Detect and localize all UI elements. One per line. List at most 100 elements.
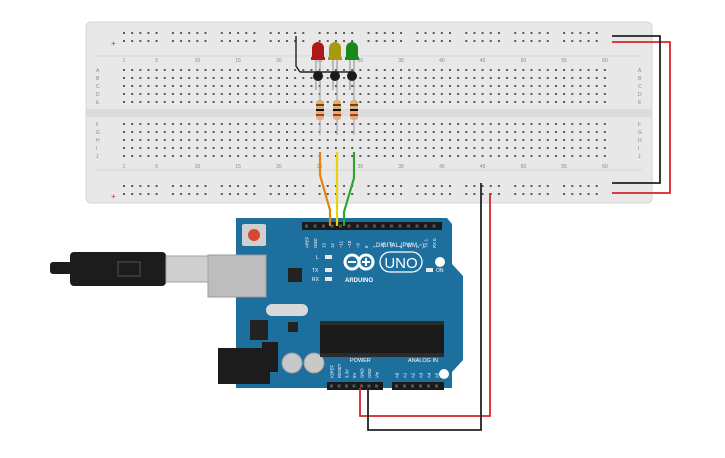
terminal-hole[interactable] <box>506 77 509 79</box>
terminal-hole[interactable] <box>424 101 427 103</box>
terminal-hole[interactable] <box>237 131 240 133</box>
rail-hole[interactable] <box>253 193 256 195</box>
rail-hole[interactable] <box>220 193 223 195</box>
black-gnd-wire[interactable] <box>367 183 482 431</box>
terminal-hole[interactable] <box>391 85 394 87</box>
rail-hole[interactable] <box>351 193 354 195</box>
terminal-hole[interactable] <box>188 139 191 141</box>
terminal-hole[interactable] <box>310 93 313 95</box>
terminal-hole[interactable] <box>204 101 207 103</box>
terminal-hole[interactable] <box>188 131 191 133</box>
terminal-hole[interactable] <box>603 101 606 103</box>
rail-hole[interactable] <box>497 32 500 34</box>
rail-hole[interactable] <box>123 40 125 42</box>
terminal-hole[interactable] <box>481 147 484 149</box>
terminal-hole[interactable] <box>449 131 451 133</box>
rail-hole[interactable] <box>269 193 272 195</box>
terminal-hole[interactable] <box>432 85 435 87</box>
terminal-hole[interactable] <box>351 69 354 71</box>
terminal-hole[interactable] <box>424 85 427 87</box>
terminal-hole[interactable] <box>245 147 248 149</box>
terminal-hole[interactable] <box>383 123 386 125</box>
terminal-hole[interactable] <box>383 93 386 95</box>
terminal-hole[interactable] <box>310 69 313 71</box>
terminal-hole[interactable] <box>367 123 370 125</box>
terminal-hole[interactable] <box>432 77 435 79</box>
terminal-hole[interactable] <box>432 139 435 141</box>
rail-hole[interactable] <box>155 32 158 34</box>
terminal-hole[interactable] <box>416 93 419 95</box>
analog-header[interactable] <box>392 382 444 390</box>
terminal-hole[interactable] <box>375 69 378 71</box>
terminal-hole[interactable] <box>497 123 500 125</box>
terminal-hole[interactable] <box>253 93 256 95</box>
terminal-hole[interactable] <box>587 77 590 79</box>
terminal-hole[interactable] <box>465 101 468 103</box>
terminal-hole[interactable] <box>587 101 590 103</box>
terminal-hole[interactable] <box>416 155 419 157</box>
terminal-hole[interactable] <box>261 147 264 149</box>
red-power-wire[interactable] <box>612 41 671 194</box>
terminal-hole[interactable] <box>571 155 574 157</box>
terminal-hole[interactable] <box>220 69 223 71</box>
terminal-hole[interactable] <box>180 123 183 125</box>
terminal-hole[interactable] <box>595 139 598 141</box>
digital-pin[interactable] <box>407 224 410 228</box>
analog-pin[interactable] <box>403 384 406 388</box>
terminal-hole[interactable] <box>310 147 313 149</box>
rail-hole[interactable] <box>139 185 142 187</box>
rail-hole[interactable] <box>269 40 272 42</box>
terminal-hole[interactable] <box>440 147 443 149</box>
terminal-hole[interactable] <box>294 69 297 71</box>
rail-hole[interactable] <box>318 32 321 34</box>
terminal-hole[interactable] <box>603 93 606 95</box>
terminal-hole[interactable] <box>367 93 370 95</box>
terminal-hole[interactable] <box>579 69 582 71</box>
terminal-hole[interactable] <box>489 93 492 95</box>
terminal-hole[interactable] <box>473 85 476 87</box>
terminal-hole[interactable] <box>269 147 272 149</box>
terminal-hole[interactable] <box>408 85 411 87</box>
terminal-hole[interactable] <box>554 69 557 71</box>
terminal-hole[interactable] <box>245 101 248 103</box>
terminal-hole[interactable] <box>171 123 174 125</box>
terminal-hole[interactable] <box>538 85 541 87</box>
terminal-hole[interactable] <box>497 131 500 133</box>
terminal-hole[interactable] <box>440 85 443 87</box>
terminal-hole[interactable] <box>277 131 280 133</box>
terminal-hole[interactable] <box>359 93 362 95</box>
terminal-hole[interactable] <box>180 155 183 157</box>
terminal-hole[interactable] <box>196 93 199 95</box>
digital-pin[interactable] <box>432 224 436 228</box>
terminal-hole[interactable] <box>440 155 443 157</box>
rail-hole[interactable] <box>489 32 492 34</box>
terminal-hole[interactable] <box>522 77 525 79</box>
rail-hole[interactable] <box>139 32 142 34</box>
terminal-hole[interactable] <box>147 155 150 157</box>
terminal-hole[interactable] <box>424 131 427 133</box>
digital-pin[interactable] <box>390 224 393 228</box>
rail-hole[interactable] <box>245 32 248 34</box>
terminal-hole[interactable] <box>212 131 215 133</box>
terminal-hole[interactable] <box>237 101 240 103</box>
terminal-hole[interactable] <box>538 93 541 95</box>
terminal-hole[interactable] <box>489 155 492 157</box>
rail-hole[interactable] <box>546 32 549 34</box>
rail-hole[interactable] <box>343 40 346 42</box>
terminal-hole[interactable] <box>180 131 183 133</box>
terminal-hole[interactable] <box>416 131 419 133</box>
rail-hole[interactable] <box>147 185 150 187</box>
terminal-hole[interactable] <box>261 85 264 87</box>
terminal-hole[interactable] <box>416 147 419 149</box>
terminal-hole[interactable] <box>294 77 297 79</box>
terminal-hole[interactable] <box>514 123 517 125</box>
terminal-hole[interactable] <box>220 147 223 149</box>
rail-hole[interactable] <box>440 193 443 195</box>
terminal-hole[interactable] <box>334 131 337 133</box>
terminal-hole[interactable] <box>310 131 313 133</box>
terminal-hole[interactable] <box>400 93 403 95</box>
terminal-hole[interactable] <box>220 123 223 125</box>
terminal-hole[interactable] <box>465 123 468 125</box>
terminal-hole[interactable] <box>506 69 509 71</box>
terminal-hole[interactable] <box>506 147 509 149</box>
